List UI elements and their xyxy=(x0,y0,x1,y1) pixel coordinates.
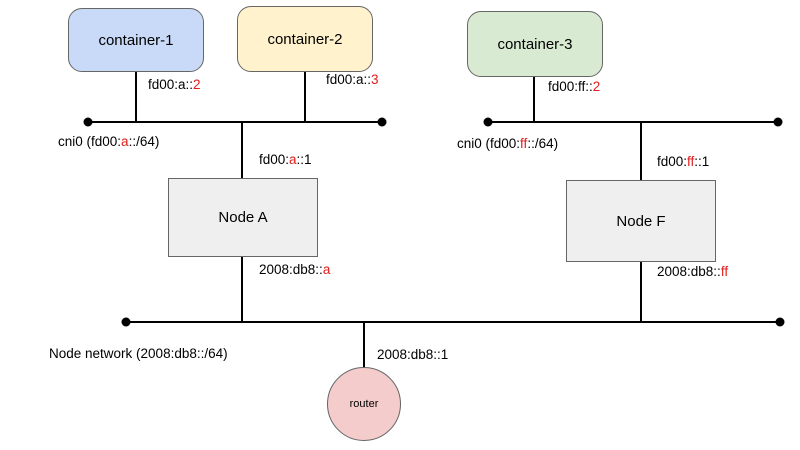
container-3-address: fd00:ff::2 xyxy=(548,79,601,94)
bridge-a-left-endpoint xyxy=(83,117,93,127)
node-a-bridge-address: fd00:a::1 xyxy=(259,152,312,167)
node-f-box[interactable]: Node F xyxy=(566,180,716,262)
container-1-box[interactable]: container-1 xyxy=(68,8,204,72)
cni0-bridge-a-label: cni0 (fd00:a::/64) xyxy=(58,134,160,149)
bridge-f-left-endpoint xyxy=(483,117,493,127)
router-label: router xyxy=(349,398,379,410)
container-3-label: container-3 xyxy=(497,35,573,53)
node-a-box[interactable]: Node A xyxy=(168,178,318,257)
cni0-bridge-f-label: cni0 (fd00:ff::/64) xyxy=(457,136,559,151)
node-f-bridge-address: fd00:ff::1 xyxy=(657,154,710,169)
node-f-label: Node F xyxy=(616,212,666,230)
bridge-f-right-endpoint xyxy=(773,117,783,127)
container-3-box[interactable]: container-3 xyxy=(467,11,603,77)
node-a-label: Node A xyxy=(218,209,268,226)
node-network-right-endpoint xyxy=(775,317,785,327)
router-address: 2008:db8::1 xyxy=(377,347,449,362)
container-2-address: fd00:a::3 xyxy=(326,72,379,87)
node-network-left-endpoint xyxy=(121,317,131,327)
container-2-label: container-2 xyxy=(267,30,343,48)
router-node[interactable]: router xyxy=(327,367,401,441)
node-a-network-address: 2008:db8::a xyxy=(259,262,331,277)
bridge-a-right-endpoint xyxy=(377,117,387,127)
container-1-address: fd00:a::2 xyxy=(148,77,201,92)
node-network-label: Node network (2008:db8::/64) xyxy=(49,346,228,361)
container-2-box[interactable]: container-2 xyxy=(237,6,373,72)
container-1-label: container-1 xyxy=(98,31,174,49)
node-f-network-address: 2008:db8::ff xyxy=(657,264,729,279)
